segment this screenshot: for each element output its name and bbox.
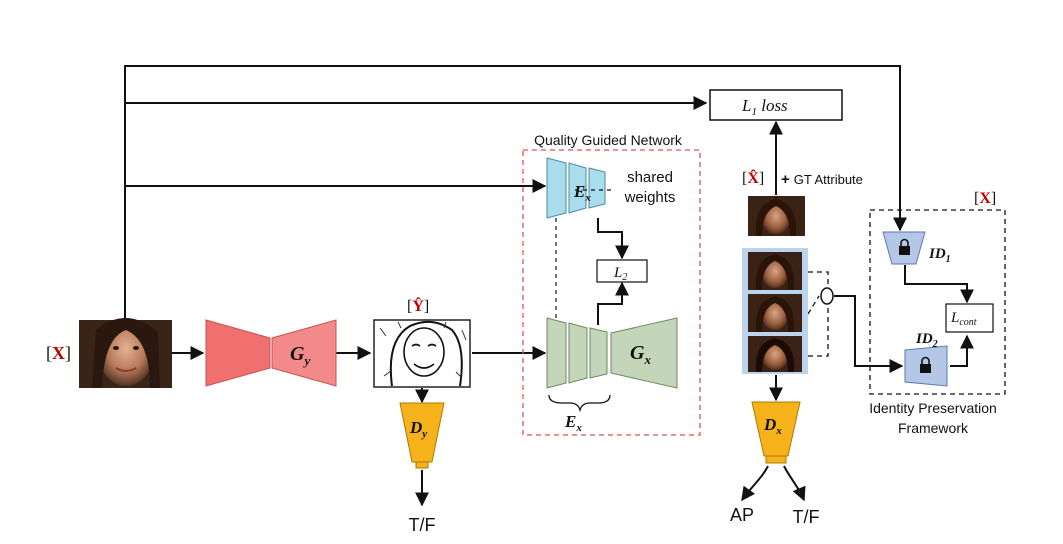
input-face-image [79, 317, 172, 388]
dy-output-label: T/F [409, 515, 436, 535]
gy-label: Gy [290, 343, 310, 368]
identity-framework-title-2: Framework [898, 420, 969, 436]
identity-framework-title-1: Identity Preservation [869, 400, 997, 416]
identity-net-id2: ID2 [904, 331, 948, 387]
l2-loss-box: L2 [596, 259, 648, 283]
l1-label: L1 loss [741, 96, 788, 118]
connection-lines [124, 65, 974, 507]
dx-output-tf: T/F [793, 507, 820, 527]
decoder-gx: Gx [610, 317, 678, 389]
dx-output-ap: AP [730, 505, 754, 525]
shared-weights-line1: shared [627, 169, 673, 186]
l1-loss-box: L1 loss [709, 89, 843, 121]
y-hat-label: [Ŷ] [407, 296, 429, 315]
id1-label: ID1 [928, 246, 951, 265]
dy-label: Dy [409, 418, 427, 440]
encoder-ex-bottom [546, 317, 608, 389]
x-input-label: [X] [46, 343, 71, 363]
discriminator-dy: Dy [399, 402, 445, 469]
x-ref-label: [X] [974, 190, 996, 207]
x-hat-label: [X̂] [742, 169, 764, 187]
frame-selector-node [820, 287, 834, 305]
lock-icon [920, 356, 931, 373]
generator-gy: Gy [205, 319, 337, 387]
lcont-loss-box: Lcont [945, 303, 994, 333]
gt-attribute-label: +GT Attribute [781, 171, 863, 188]
frame-2 [748, 294, 802, 332]
lock-icon [899, 238, 910, 255]
identity-net-id1: ID1 [882, 231, 951, 265]
id2-label: ID2 [915, 331, 938, 350]
lcont-label: Lcont [950, 310, 977, 328]
l2-label: L2 [613, 265, 627, 283]
shared-weights-link [555, 189, 612, 320]
reconstructed-face-image [748, 196, 805, 236]
generated-frames-column [742, 248, 808, 374]
ex-bottom-label: Ex [564, 412, 582, 434]
encoder-ex-top: Ex [546, 157, 606, 219]
sketch-face-image [373, 319, 471, 388]
discriminator-dx: Dx [751, 401, 801, 464]
identity-framework-frame [869, 209, 1006, 395]
shared-weights-line2: weights [624, 189, 676, 206]
frame-selector-dashes [807, 271, 829, 357]
frame-1 [748, 252, 802, 290]
gx-label: Gx [630, 342, 651, 367]
frame-3 [748, 336, 802, 372]
dx-label: Dx [763, 415, 782, 437]
ex-bottom-brace [548, 394, 611, 413]
ex-top-label: Ex [573, 182, 591, 204]
quality-network-frame [522, 149, 701, 436]
quality-network-title: Quality Guided Network [534, 132, 683, 148]
